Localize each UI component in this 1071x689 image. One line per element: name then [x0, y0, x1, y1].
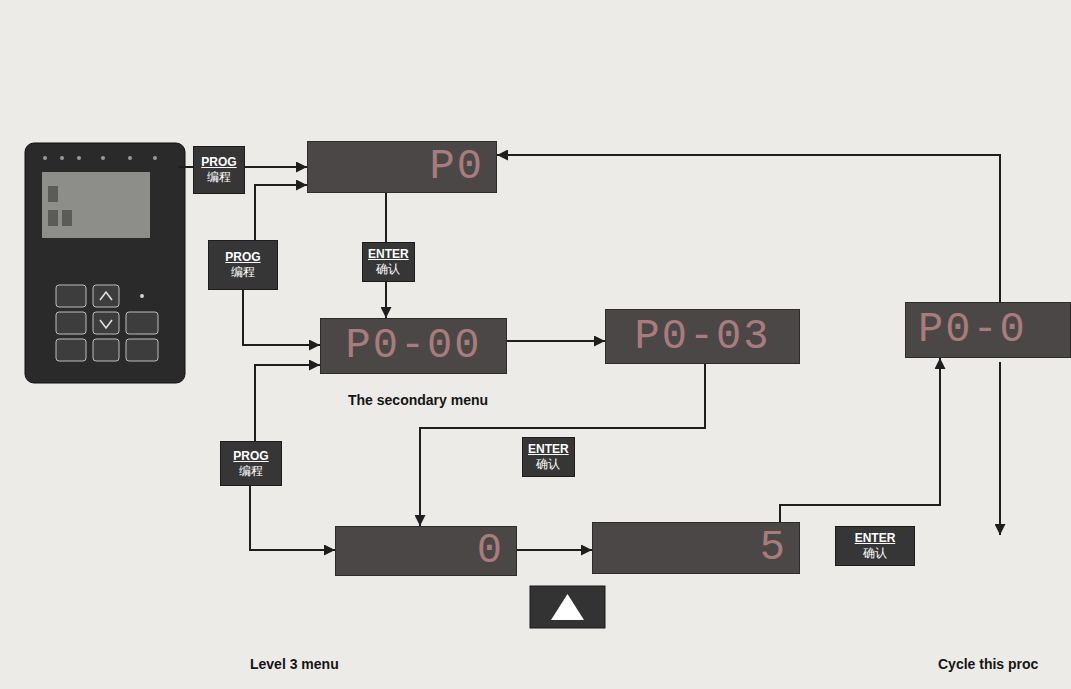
arrow-key-marks: [100, 292, 112, 328]
keypad-lcd: [42, 172, 150, 238]
display-screen: P0-03: [605, 309, 800, 364]
flow-arrow: [385, 282, 387, 318]
keypad-device: [25, 143, 185, 383]
flow-arrow: [243, 290, 320, 345]
menu-caption: The secondary menu: [348, 392, 488, 408]
flow-arrow: [507, 340, 605, 342]
key-sublabel: 编程: [231, 265, 255, 280]
key-button: ENTER确认: [362, 242, 415, 282]
flow-arrow: [497, 155, 1000, 302]
key-label: PROG: [233, 449, 268, 464]
keypad-keys: [56, 285, 158, 361]
key-label: PROG: [201, 155, 236, 170]
up-triangle: [551, 594, 584, 620]
key-button: PROG编程: [208, 240, 278, 290]
key-button: PROG编程: [220, 441, 282, 486]
keypad-body: [25, 143, 185, 383]
flow-arrow: [255, 365, 320, 441]
keypad-lead: [178, 166, 193, 168]
key-label: ENTER: [368, 247, 409, 262]
key-sublabel: 确认: [863, 546, 887, 561]
display-screen: P0-0: [905, 302, 1071, 358]
flow-arrow: [250, 486, 335, 550]
display-screen: P0: [307, 141, 497, 193]
display-screen: 0: [335, 526, 517, 576]
key-sublabel: 确认: [536, 457, 560, 472]
keypad-dot: [140, 294, 144, 298]
flow-arrow: [385, 193, 387, 242]
up-key-symbol: [530, 586, 605, 628]
indicator-leds: [43, 156, 157, 160]
lcd-digits: [48, 186, 72, 226]
key-label: P0: [430, 143, 484, 191]
key-sublabel: 编程: [239, 464, 263, 479]
display-screen: P0-00: [320, 318, 507, 374]
cycle-arrow: [999, 362, 1001, 535]
key-label: 0: [477, 527, 504, 575]
key-sublabel: 确认: [376, 262, 400, 277]
flow-arrow: [420, 364, 705, 526]
key-button: PROG编程: [193, 146, 245, 194]
flow-arrow: [517, 549, 592, 551]
menu-caption: Cycle this proc: [938, 656, 1038, 672]
key-button: ENTER确认: [522, 437, 575, 477]
key-label: P0-03: [634, 313, 770, 361]
key-sublabel: 编程: [207, 170, 231, 185]
flow-arrow: [255, 185, 307, 240]
key-label: PROG: [225, 250, 260, 265]
menu-caption: Level 3 menu: [250, 656, 339, 672]
flow-arrow: [245, 166, 307, 168]
key-button: ENTER确认: [835, 526, 915, 566]
flow-arrow: [780, 358, 940, 522]
key-label: P0-0: [918, 306, 1027, 354]
key-label: 5: [760, 524, 787, 572]
key-label: ENTER: [855, 531, 896, 546]
up-key-box: [530, 586, 605, 628]
display-screen: 5: [592, 522, 800, 574]
key-label: P0-00: [345, 322, 481, 370]
key-label: ENTER: [528, 442, 569, 457]
